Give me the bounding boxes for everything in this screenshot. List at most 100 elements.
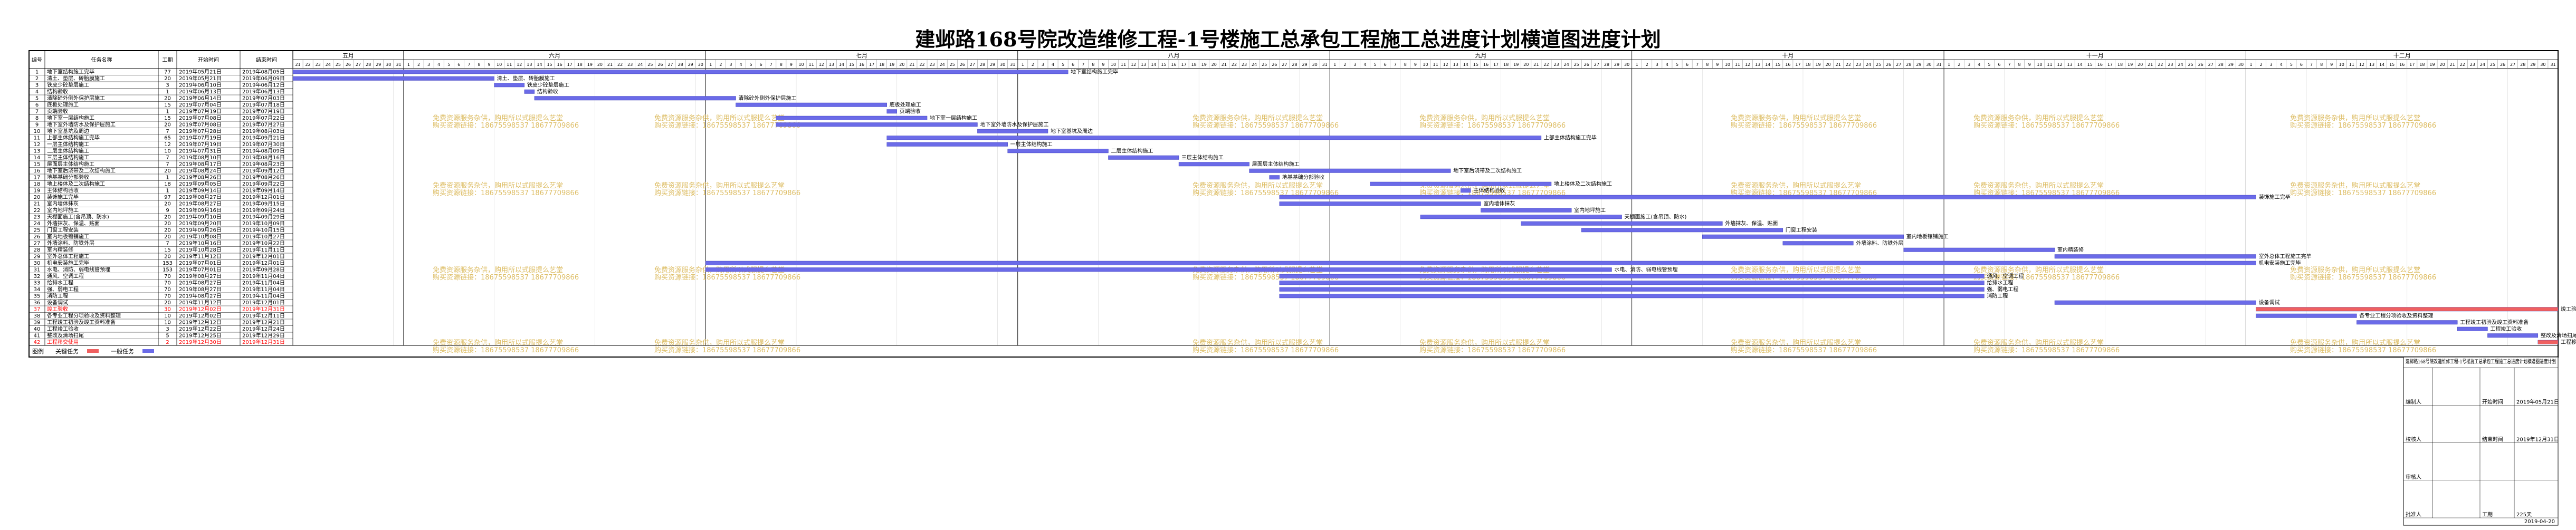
task-bar	[776, 115, 928, 120]
task-id: 6	[35, 102, 39, 108]
task-duration: 15	[164, 102, 171, 108]
bar-label: 各专业工程分项验收及资料整理	[2359, 312, 2433, 319]
column-header: 结束时间	[256, 56, 277, 63]
task-duration: 20	[164, 215, 171, 220]
task-start: 2019年09月16日	[179, 207, 222, 214]
bar-label: 地下室基坑及周边	[1051, 128, 1093, 134]
day-label: 28	[2218, 62, 2224, 67]
task-name: 给排水工程	[47, 280, 73, 286]
day-label: 20	[1211, 62, 1217, 67]
day-label: 15	[2389, 62, 2394, 67]
watermark-text: 免费资源服务杂供，购用所以式服提么艺堂	[2290, 339, 2420, 347]
task-bar	[1178, 162, 1249, 167]
task-id: 31	[34, 267, 41, 273]
task-duration: 97	[164, 195, 171, 200]
task-finish: 2019年06月12日	[242, 82, 285, 89]
task-name: 各专业工程分项验收及资料整理	[47, 312, 121, 319]
task-id: 16	[34, 168, 41, 174]
info-value: 225天	[2516, 512, 2532, 518]
day-label: 11	[1735, 62, 1740, 67]
task-bar	[1461, 188, 1471, 193]
task-finish: 2019年07月27日	[242, 121, 285, 128]
task-duration: 9	[166, 208, 169, 214]
task-bar	[1279, 274, 1985, 278]
task-name: 整改及清场扫尾	[47, 332, 84, 339]
day-label: 25	[336, 62, 341, 67]
day-label: 14	[2379, 62, 2384, 67]
day-label: 7	[770, 62, 772, 67]
day-label: 3	[1042, 62, 1044, 67]
day-label: 24	[2178, 62, 2183, 67]
day-label: 16	[1785, 62, 1790, 67]
day-label: 4	[1363, 62, 1366, 67]
task-name: 工程移交使用	[47, 339, 79, 345]
watermark-text: 购买资源链接：18675598537 18677709866	[1973, 121, 2120, 130]
task-start: 2019年10月28日	[179, 246, 222, 253]
bar-label: 工程移交使用	[2561, 339, 2576, 345]
task-name: 主体结构验收	[47, 187, 79, 194]
day-label: 26	[1272, 62, 1277, 67]
task-bar	[1702, 234, 1904, 239]
task-duration: 1	[166, 175, 169, 181]
day-label: 18	[577, 62, 583, 67]
day-label: 24	[326, 62, 331, 67]
day-label: 25	[2490, 62, 2495, 67]
day-label: 5	[750, 62, 752, 67]
task-name: 结构验收	[47, 88, 68, 95]
watermark-text: 免费资源服务杂供，购用所以式服提么艺堂	[1192, 181, 1323, 190]
day-label: 6	[1998, 62, 2001, 67]
bar-label: 地下室后浇带及二次结构施工	[1453, 167, 1522, 174]
day-label: 14	[1151, 62, 1156, 67]
day-label: 28	[2520, 62, 2525, 67]
day-label: 21	[1836, 62, 1841, 67]
task-name: 竣工验收	[47, 306, 68, 313]
bar-label: 清土、垫层、砖胎膜施工	[497, 75, 555, 82]
task-bar	[1481, 208, 1572, 213]
watermark-text: 免费资源服务杂供，购用所以式服提么艺堂	[433, 339, 563, 347]
day-label: 2	[1343, 62, 1346, 67]
task-id: 35	[34, 294, 41, 300]
task-name: 地下室结构施工完毕	[47, 69, 94, 75]
month-label: 十二月	[2393, 52, 2411, 59]
watermark-text: 购买资源链接：18675598537 18677709866	[1731, 121, 1877, 130]
day-label: 29	[688, 62, 693, 67]
task-id: 24	[34, 221, 41, 227]
day-label: 17	[1493, 62, 1499, 67]
task-name: 三层主体结构施工	[47, 154, 89, 161]
day-label: 24	[940, 62, 945, 67]
watermark-text: 免费资源服务杂供，购用所以式服提么艺堂	[433, 266, 563, 274]
task-bar	[736, 102, 887, 107]
task-bar	[2356, 320, 2458, 325]
task-finish: 2019年10月22日	[242, 240, 285, 247]
task-bar	[1420, 215, 1622, 219]
watermark-text: 购买资源链接：18675598537 18677709866	[433, 273, 579, 282]
task-start: 2019年08月27日	[179, 286, 222, 293]
bar-label: 外墙涂料、防铁外层	[1856, 240, 1903, 247]
day-label: 18	[2419, 62, 2425, 67]
day-label: 27	[2208, 62, 2214, 67]
day-label: 19	[1816, 62, 1821, 67]
day-label: 27	[1282, 62, 1287, 67]
bar-label: 工程竣工验收	[2490, 325, 2522, 332]
task-duration: 15	[164, 115, 171, 121]
info-date: 2019-04-20	[2524, 519, 2555, 525]
chart-frame	[28, 50, 2559, 358]
day-label: 20	[2138, 62, 2143, 67]
day-label: 10	[1423, 62, 1428, 67]
day-label: 7	[1082, 62, 1084, 67]
task-finish: 2019年09月14日	[242, 187, 285, 194]
info-label: 校核人	[2406, 436, 2421, 443]
watermark-text: 免费资源服务杂供，购用所以式服提么艺堂	[1419, 339, 1550, 347]
day-label: 20	[899, 62, 904, 67]
day-label: 1	[1636, 62, 1638, 67]
task-id: 37	[34, 307, 41, 313]
day-label: 5	[2290, 62, 2293, 67]
day-label: 31	[2550, 62, 2555, 67]
task-name: 室内地板镶铺施工	[47, 233, 89, 240]
task-duration: 1	[166, 109, 169, 115]
watermark-text: 购买资源链接：18675598537 18677709866	[2290, 273, 2436, 282]
task-finish: 2019年09月22日	[242, 180, 285, 187]
day-label: 30	[698, 62, 703, 67]
task-duration: 10	[164, 320, 171, 326]
task-name: 强、弱电工程	[47, 286, 79, 293]
